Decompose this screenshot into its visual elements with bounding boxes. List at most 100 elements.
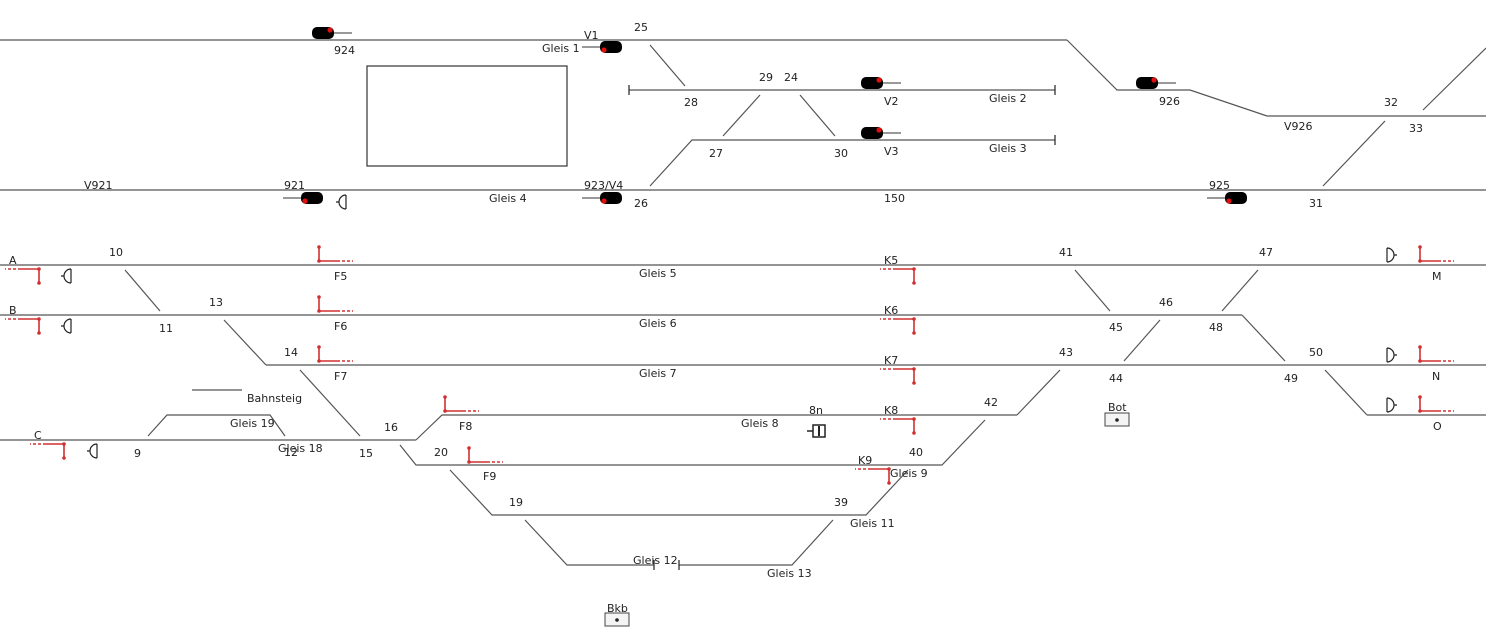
switch-29-27[interactable] — [722, 94, 761, 137]
track-gleis-1-exit[interactable] — [1066, 39, 1486, 117]
label-24: 24 — [784, 71, 798, 84]
switch-46-44[interactable] — [1123, 319, 1161, 362]
signal-v2-icon[interactable] — [860, 76, 902, 90]
label-k7: K7 — [884, 354, 898, 367]
tracks — [0, 39, 1486, 570]
label-gleis-12: Gleis 12 — [633, 554, 678, 567]
signal-921-icon[interactable] — [282, 191, 324, 205]
shunt-signal-m-icon[interactable] — [1417, 244, 1455, 264]
switch-10-11[interactable] — [124, 269, 161, 312]
signal-925-icon[interactable] — [1206, 191, 1248, 205]
track-lock-8n-icon[interactable] — [807, 424, 826, 438]
label-gleis-19: Gleis 19 — [230, 417, 275, 430]
label-k6: K6 — [884, 304, 898, 317]
track-gleis-11[interactable] — [449, 469, 909, 516]
label-gleis-7: Gleis 7 — [639, 367, 677, 380]
label-925: 925 — [1209, 179, 1230, 192]
track-gleis-12[interactable] — [524, 519, 654, 566]
shunt-signal-f9-icon[interactable] — [466, 445, 504, 465]
label-16: 16 — [384, 421, 398, 434]
shunt-signal-k8-icon[interactable] — [879, 416, 917, 436]
label-k5: K5 — [884, 254, 898, 267]
switch-31-33[interactable] — [1322, 120, 1386, 187]
signal-926-icon[interactable] — [1135, 76, 1177, 90]
shunt-signal-k7-icon[interactable] — [879, 366, 917, 386]
label-926: 926 — [1159, 95, 1180, 108]
label-49: 49 — [1284, 372, 1298, 385]
shunt-signal-o-icon[interactable] — [1417, 394, 1455, 414]
track-gleis-3[interactable] — [649, 139, 1055, 187]
label-gleis-2: Gleis 2 — [989, 92, 1027, 105]
labels: 924 V1 Gleis 1 25 29 24 28 V2 Gleis 2 27… — [9, 21, 1442, 615]
label-bot: Bot — [1108, 401, 1127, 414]
stop-board-b-icon — [60, 318, 72, 334]
label-gleis-3: Gleis 3 — [989, 142, 1027, 155]
label-33: 33 — [1409, 122, 1423, 135]
switch-41-45[interactable] — [1074, 269, 1111, 312]
stop-board-m-icon — [1386, 247, 1398, 263]
shunt-signal-c-icon[interactable] — [29, 441, 67, 461]
label-27: 27 — [709, 147, 723, 160]
shunt-signal-k5-icon[interactable] — [879, 266, 917, 286]
label-921: 921 — [284, 179, 305, 192]
label-f6: F6 — [334, 320, 347, 333]
shunt-signal-f7-icon[interactable] — [316, 344, 354, 364]
label-a: A — [9, 254, 17, 267]
label-k8: K8 — [884, 404, 898, 417]
label-b: B — [9, 304, 17, 317]
label-bahnsteig: Bahnsteig — [247, 392, 302, 405]
stop-board-921-icon — [335, 194, 347, 210]
label-150: 150 — [884, 192, 905, 205]
label-f9: F9 — [483, 470, 496, 483]
main-signals — [282, 26, 1248, 205]
shunt-signal-f6-icon[interactable] — [316, 294, 354, 314]
label-gleis-18: Gleis 18 — [278, 442, 323, 455]
label-v926: V926 — [1284, 120, 1313, 133]
shunt-signal-a-icon[interactable] — [4, 266, 42, 286]
label-gleis-9: Gleis 9 — [890, 467, 928, 480]
track-stops — [60, 194, 1398, 459]
shunt-signal-f8-icon[interactable] — [442, 394, 480, 414]
stop-board-n-icon — [1386, 347, 1398, 363]
signal-924-icon[interactable] — [311, 26, 353, 40]
track-gleis-13[interactable] — [679, 519, 834, 566]
switch-47-48[interactable] — [1221, 269, 1259, 312]
switch-14-15[interactable] — [299, 369, 361, 437]
label-10: 10 — [109, 246, 123, 259]
switch-48-49[interactable] — [1241, 314, 1286, 362]
label-f7: F7 — [334, 370, 347, 383]
label-30: 30 — [834, 147, 848, 160]
label-40: 40 — [909, 446, 923, 459]
signal-v3-icon[interactable] — [860, 126, 902, 140]
track-gleis-9[interactable] — [399, 419, 986, 466]
label-f8: F8 — [459, 420, 472, 433]
shunt-signal-n-icon[interactable] — [1417, 344, 1455, 364]
switch-50-o[interactable] — [1324, 369, 1368, 416]
shunt-signal-k6-icon[interactable] — [879, 316, 917, 336]
shunt-signal-b-icon[interactable] — [4, 316, 42, 336]
label-m: M — [1432, 270, 1442, 283]
track-gleis-19[interactable] — [147, 414, 286, 437]
track-branch-32[interactable] — [1422, 47, 1486, 111]
shunt-signal-k9-icon[interactable] — [854, 466, 892, 486]
signal-v1-icon[interactable] — [581, 40, 623, 54]
switch-43-42[interactable] — [1016, 369, 1061, 416]
label-50: 50 — [1309, 346, 1323, 359]
track-gleis-8[interactable] — [415, 414, 1017, 441]
label-45: 45 — [1109, 321, 1123, 334]
label-k9: K9 — [858, 454, 872, 467]
switch-25-28[interactable] — [649, 44, 686, 87]
label-923-v4: 923/V4 — [584, 179, 623, 192]
switch-13-14[interactable] — [223, 319, 267, 366]
stop-board-c-icon — [86, 443, 98, 459]
label-v921: V921 — [84, 179, 113, 192]
label-32: 32 — [1384, 96, 1398, 109]
label-gleis-13: Gleis 13 — [767, 567, 812, 580]
shunt-signal-f5-icon[interactable] — [316, 244, 354, 264]
switch-24-30[interactable] — [799, 94, 836, 137]
signal-923-v4-icon[interactable] — [581, 191, 623, 205]
label-46: 46 — [1159, 296, 1173, 309]
label-924: 924 — [334, 44, 355, 57]
label-20: 20 — [434, 446, 448, 459]
